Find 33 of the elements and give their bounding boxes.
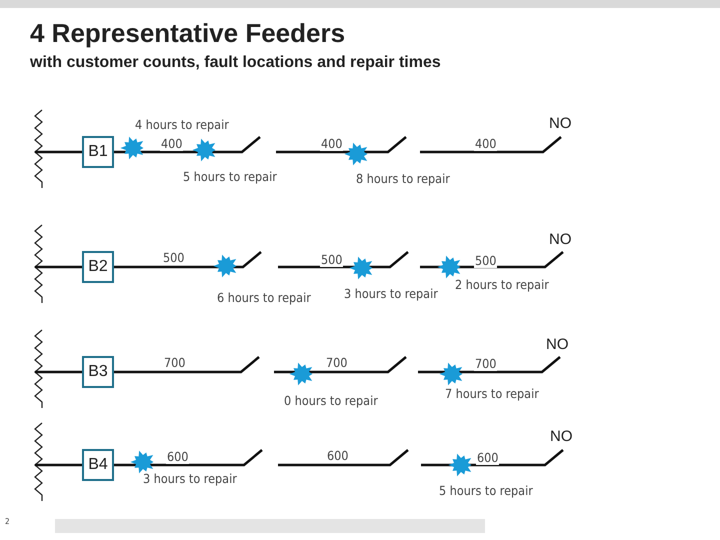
customer-count: 400 <box>160 138 184 150</box>
breaker-box: B2 <box>82 251 114 283</box>
slide-subtitle: with customer counts, fault locations and repair times <box>30 54 441 72</box>
breaker-box: B1 <box>82 136 114 168</box>
customer-count: 700 <box>163 357 186 370</box>
status-label: NO <box>545 337 570 352</box>
status-label: NO <box>548 232 572 247</box>
customer-count: 500 <box>162 252 186 264</box>
breaker-box: B4 <box>82 449 114 481</box>
repair-time-label: 3 hours to repair <box>142 473 238 486</box>
customer-count: 700 <box>474 358 498 370</box>
repair-time-label: 0 hours to repair <box>283 395 379 408</box>
customer-count: 700 <box>325 357 348 370</box>
customer-count: 600 <box>166 451 190 464</box>
customer-count: 500 <box>320 254 344 266</box>
repair-time-label: 8 hours to repair <box>355 173 451 186</box>
customer-count: 600 <box>476 452 500 464</box>
repair-time-label: 7 hours to repair <box>444 388 540 400</box>
repair-time-label: 3 hours to repair <box>343 288 439 300</box>
repair-time-label: 5 hours to repair <box>438 485 534 498</box>
customer-count: 400 <box>320 138 344 150</box>
repair-time-label: 2 hours to repair <box>454 279 550 292</box>
repair-time-label: 6 hours to repair <box>216 292 312 304</box>
customer-count: 600 <box>326 450 350 462</box>
customer-count: 500 <box>474 255 498 268</box>
status-label: NO <box>548 116 572 131</box>
slide-title: 4 Representative Feeders <box>30 18 346 49</box>
customer-count: 400 <box>474 138 498 150</box>
page-number: 2 <box>4 518 11 526</box>
breaker-box: B3 <box>82 356 114 388</box>
status-label: NO <box>549 429 574 444</box>
repair-time-label: 5 hours to repair <box>182 171 278 184</box>
repair-time-label: 4 hours to repair <box>134 119 230 132</box>
